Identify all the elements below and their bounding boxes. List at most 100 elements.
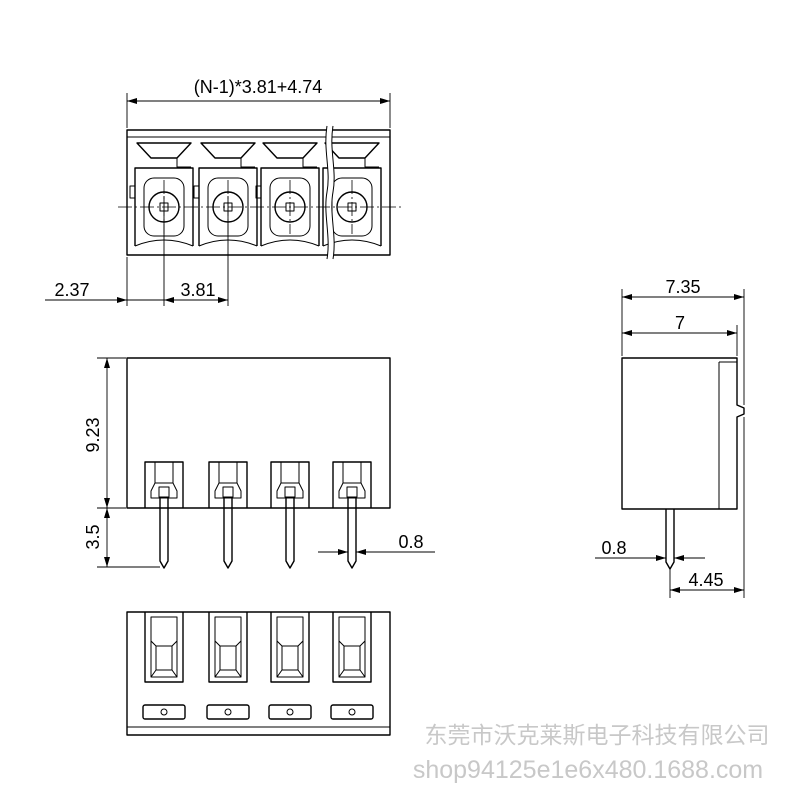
front-pole-2	[208, 461, 248, 569]
bottom-pole-3	[268, 612, 312, 720]
dim-overall-length: (N-1)*3.81+4.74	[126, 77, 391, 128]
side-view	[621, 357, 745, 570]
wire-entry-funnel	[136, 142, 192, 159]
dim-label-body-depth: 7	[675, 313, 685, 333]
clamp-window	[222, 486, 234, 498]
solder-pin	[285, 498, 295, 569]
front-view-body	[126, 357, 391, 509]
housing-side-nub	[193, 185, 200, 199]
funnel-step	[302, 158, 317, 168]
clamp-plate	[276, 482, 304, 499]
watermark-shop-url: shop94125e1e6x480.1688.com	[413, 756, 763, 784]
screw-access-slot	[142, 704, 186, 720]
front-pole-4	[332, 461, 372, 569]
dim-pin-width-side: 0.8	[595, 538, 705, 561]
screw-access-slot	[330, 704, 374, 720]
break-line-left	[325, 125, 329, 260]
dim-body-height: 9.23	[83, 357, 126, 509]
front-view-poles	[144, 461, 372, 569]
clamp-cavity	[343, 645, 361, 671]
clamp-window	[284, 486, 296, 498]
clamp-chamber	[269, 177, 311, 237]
dim-body-depth: 7	[622, 313, 738, 356]
side-view-body	[621, 357, 745, 510]
top-pole-1	[129, 142, 194, 247]
dim-overall-depth: 7.35	[621, 277, 745, 405]
top-view	[118, 125, 402, 260]
bottom-pole-4	[330, 612, 374, 720]
entry-inner-frame	[276, 616, 304, 678]
cavity-chamfers	[338, 640, 366, 678]
screw-access-hole	[224, 708, 232, 716]
dim-label-pin-width-front: 0.8	[398, 532, 423, 552]
dim-pin-length: 3.5	[83, 508, 160, 568]
cavity-chamfers	[214, 640, 242, 678]
entry-inner-frame	[338, 616, 366, 678]
dim-label-edge-to-first-pole: 2.37	[54, 280, 89, 300]
funnel-step	[176, 158, 191, 168]
clamp-window	[158, 486, 170, 498]
clamp-cavity	[281, 645, 299, 671]
funnel-step	[240, 158, 255, 168]
screw-access-slot	[268, 704, 312, 720]
watermark-company: 东莞市沃克莱斯电子科技有限公司	[425, 723, 770, 749]
dim-label-overall-length: (N-1)*3.81+4.74	[194, 77, 323, 97]
wire-entry-opening	[332, 612, 372, 683]
wire-entry-slot	[208, 461, 248, 508]
top-view-poles	[129, 142, 382, 247]
clamp-window	[346, 486, 358, 498]
top-view-outline	[126, 129, 391, 256]
wire-entry-opening	[144, 612, 184, 683]
wire-entry-opening	[208, 612, 248, 683]
clamp-plate	[214, 482, 242, 499]
front-view	[126, 357, 391, 569]
break-band	[325, 126, 335, 259]
housing-bottom-arc	[260, 239, 320, 247]
top-pole-3	[255, 142, 320, 247]
screw-access-hole	[160, 708, 168, 716]
screw-access-hole	[286, 708, 294, 716]
bottom-pole-2	[206, 612, 250, 720]
screw-access-slot	[206, 704, 250, 720]
clamp-plate	[150, 482, 178, 499]
cavity-chamfers	[276, 640, 304, 678]
bottom-view	[126, 611, 391, 736]
dim-label-pin-to-back: 4.45	[688, 570, 723, 590]
wire-entry-opening	[270, 612, 310, 683]
wire-entry-funnel	[262, 142, 318, 159]
dim-pitch: 3.81	[163, 196, 229, 306]
clamp-cavity	[219, 645, 237, 671]
clamp-plate	[338, 482, 366, 499]
screw-access-hole	[348, 708, 356, 716]
solder-pin	[159, 498, 169, 569]
dim-pin-width-front: 0.8	[318, 532, 435, 555]
dim-label-pin-length: 3.5	[83, 524, 103, 549]
wire-entry-slot	[144, 461, 184, 508]
bottom-view-poles	[142, 612, 374, 720]
front-pole-3	[270, 461, 310, 569]
clamp-cavity	[155, 645, 173, 671]
solder-pin	[223, 498, 233, 569]
entry-inner-frame	[150, 616, 178, 678]
funnel-step	[364, 158, 379, 168]
housing-side-nub	[129, 185, 136, 199]
dim-edge-to-first-pole: 2.37	[45, 257, 164, 306]
bottom-pole-1	[142, 612, 186, 720]
wire-entry-funnel	[200, 142, 256, 159]
watermark: 东莞市沃克莱斯电子科技有限公司 shop94125e1e6x480.1688.c…	[413, 723, 770, 784]
wire-entry-slot	[332, 461, 372, 508]
dim-label-overall-depth: 7.35	[665, 277, 700, 297]
dim-label-pin-width-side: 0.8	[601, 538, 626, 558]
dim-label-body-height: 9.23	[83, 417, 103, 452]
top-pole-2	[193, 142, 258, 247]
wire-entry-slot	[270, 461, 310, 508]
dim-pin-to-back: 4.45	[669, 417, 745, 598]
break-line-right	[331, 125, 335, 260]
bottom-view-body	[126, 611, 391, 736]
front-pole-1	[144, 461, 184, 569]
housing-side-nub	[255, 185, 262, 199]
dim-label-pitch: 3.81	[180, 280, 215, 300]
side-view-pin	[665, 509, 675, 570]
solder-pin	[347, 498, 357, 569]
